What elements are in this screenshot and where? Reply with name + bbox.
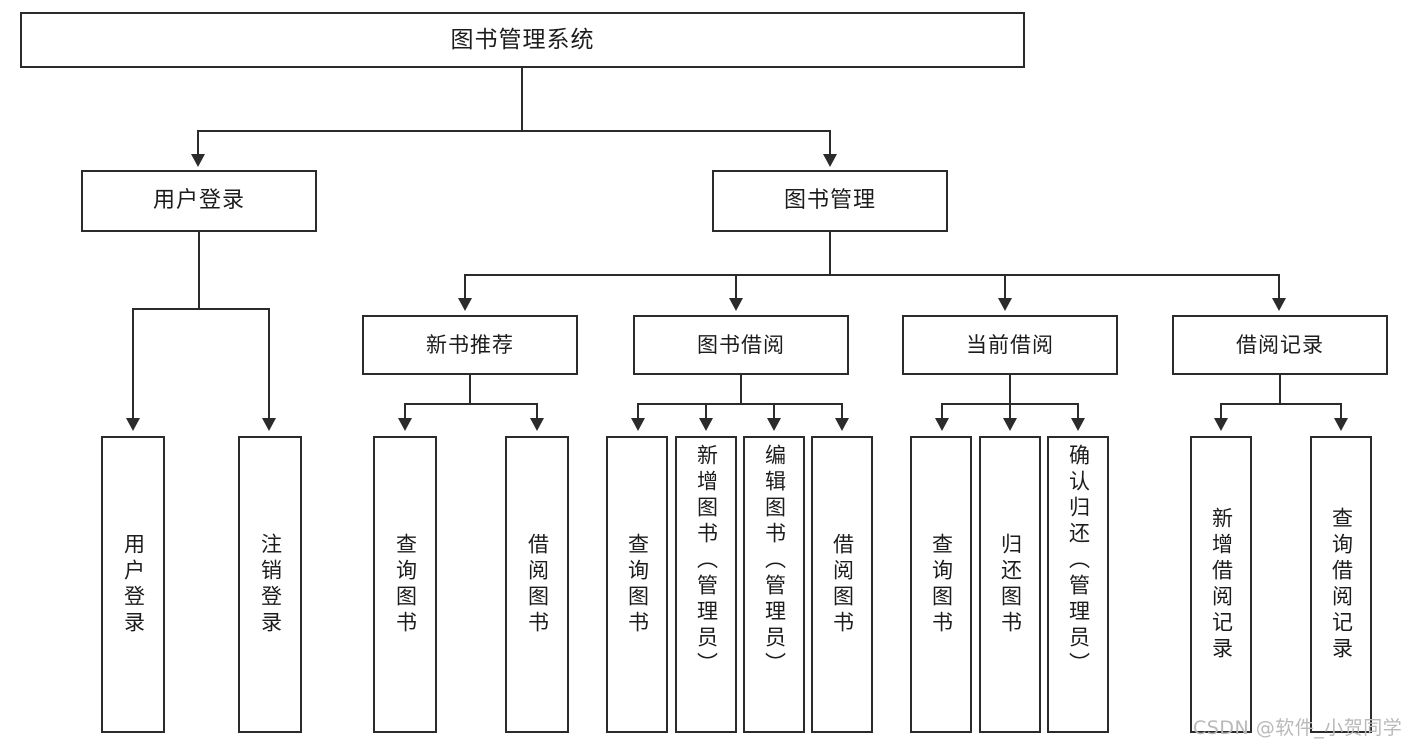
leaf-return-book[interactable]: 归还图书: [979, 436, 1041, 733]
node-label: 新增借阅记录: [1209, 506, 1234, 663]
arrowhead-new-book-leaf-2: [530, 418, 544, 431]
arrowhead-to-borrow-record: [1272, 298, 1286, 311]
connector-book-borrow-bar: [637, 403, 842, 405]
leaf-logout[interactable]: 注销登录: [238, 436, 302, 733]
leaf-edit-book-admin[interactable]: 编辑图书（管理员）: [743, 436, 805, 733]
connector-current-borrow-branch-1: [941, 403, 943, 420]
arrowhead-to-book-borrow: [729, 298, 743, 311]
arrowhead-to-book-manage: [823, 154, 837, 167]
node-label: 图书借阅: [697, 332, 785, 357]
node-label: 借阅图书: [830, 532, 855, 637]
watermark-text: CSDN @软件_小贺同学: [1193, 717, 1403, 739]
leaf-borrow-book-recommend[interactable]: 借阅图书: [505, 436, 569, 733]
leaf-confirm-return-admin[interactable]: 确认归还（管理员）: [1047, 436, 1109, 733]
node-label: 确认归还（管理员）: [1066, 444, 1091, 678]
connector-new-book-branch-2: [536, 403, 538, 420]
connector-borrow-record-bar: [1220, 403, 1341, 405]
node-label: 编辑图书（管理员）: [762, 444, 787, 678]
node-new-book-recommend[interactable]: 新书推荐: [362, 315, 578, 375]
node-label: 用户登录: [152, 188, 245, 214]
connector-user-login-branch-1: [132, 308, 134, 420]
connector-borrow-record-branch-2: [1340, 403, 1342, 420]
leaf-query-borrow-record[interactable]: 查询借阅记录: [1310, 436, 1372, 733]
arrowhead-book-borrow-leaf-2: [699, 418, 713, 431]
node-root-system[interactable]: 图书管理系统: [20, 12, 1025, 68]
leaf-add-borrow-record[interactable]: 新增借阅记录: [1190, 436, 1252, 733]
node-label: 借阅图书: [525, 532, 550, 637]
connector-to-user-login: [197, 130, 199, 156]
node-label: 用户登录: [121, 532, 146, 637]
node-label: 图书管理: [783, 188, 876, 214]
leaf-borrow-book[interactable]: 借阅图书: [811, 436, 873, 733]
connector-user-login-stem: [198, 232, 200, 309]
arrowhead-new-book-leaf-1: [398, 418, 412, 431]
arrowhead-user-login-leaf-2: [262, 418, 276, 431]
node-current-borrow[interactable]: 当前借阅: [902, 315, 1118, 375]
node-label: 新增图书（管理员）: [694, 444, 719, 678]
leaf-query-book-current[interactable]: 查询图书: [910, 436, 972, 733]
node-label: 归还图书: [998, 532, 1023, 637]
arrowhead-book-borrow-leaf-3: [767, 418, 781, 431]
node-label: 查询图书: [929, 532, 954, 637]
connector-book-manage-bar: [464, 274, 1280, 276]
arrowhead-to-current-borrow: [998, 298, 1012, 311]
node-user-login[interactable]: 用户登录: [81, 170, 317, 232]
connector-root-stem: [521, 68, 523, 131]
node-label: 新书推荐: [426, 332, 514, 357]
leaf-query-book-borrow[interactable]: 查询图书: [606, 436, 668, 733]
connector-user-login-bar: [132, 308, 269, 310]
arrowhead-current-borrow-leaf-3: [1071, 418, 1085, 431]
connector-borrow-record-stem: [1279, 375, 1281, 404]
node-label: 查询图书: [393, 532, 418, 637]
arrowhead-borrow-record-leaf-2: [1334, 418, 1348, 431]
arrowhead-book-borrow-leaf-4: [835, 418, 849, 431]
connector-book-borrow-branch-3: [773, 403, 775, 420]
connector-user-login-branch-2: [268, 308, 270, 420]
connector-book-manage-branch-3: [1004, 274, 1006, 300]
node-label: 注销登录: [258, 532, 283, 637]
node-label: 借阅记录: [1236, 332, 1324, 357]
node-label: 当前借阅: [966, 332, 1054, 357]
connector-current-borrow-branch-2: [1009, 403, 1011, 420]
leaf-add-book-admin[interactable]: 新增图书（管理员）: [675, 436, 737, 733]
arrowhead-current-borrow-leaf-1: [935, 418, 949, 431]
node-book-management[interactable]: 图书管理: [712, 170, 948, 232]
connector-new-book-stem: [469, 375, 471, 404]
arrowhead-to-user-login: [191, 154, 205, 167]
arrowhead-current-borrow-leaf-2: [1003, 418, 1017, 431]
connector-book-manage-branch-2: [735, 274, 737, 300]
arrowhead-book-borrow-leaf-1: [631, 418, 645, 431]
connector-book-manage-stem: [829, 232, 831, 275]
arrowhead-to-new-book: [458, 298, 472, 311]
connector-new-book-bar: [404, 403, 537, 405]
connector-book-borrow-branch-4: [841, 403, 843, 420]
connector-current-borrow-stem: [1009, 375, 1011, 404]
leaf-user-login[interactable]: 用户登录: [101, 436, 165, 733]
connector-root-bar: [197, 130, 831, 132]
connector-book-borrow-stem: [740, 375, 742, 404]
node-label: 图书管理系统: [450, 26, 595, 53]
connector-book-manage-branch-1: [464, 274, 466, 300]
connector-new-book-branch-1: [404, 403, 406, 420]
leaf-query-book-recommend[interactable]: 查询图书: [373, 436, 437, 733]
connector-borrow-record-branch-1: [1220, 403, 1222, 420]
connector-current-borrow-branch-3: [1077, 403, 1079, 420]
arrowhead-borrow-record-leaf-1: [1214, 418, 1228, 431]
node-label: 查询图书: [625, 532, 650, 637]
node-book-borrow[interactable]: 图书借阅: [633, 315, 849, 375]
node-borrow-record[interactable]: 借阅记录: [1172, 315, 1388, 375]
connector-to-book-manage: [829, 130, 831, 156]
connector-book-borrow-branch-2: [705, 403, 707, 420]
node-label: 查询借阅记录: [1329, 506, 1354, 663]
arrowhead-user-login-leaf-1: [126, 418, 140, 431]
connector-book-manage-branch-4: [1278, 274, 1280, 300]
connector-book-borrow-branch-1: [637, 403, 639, 420]
